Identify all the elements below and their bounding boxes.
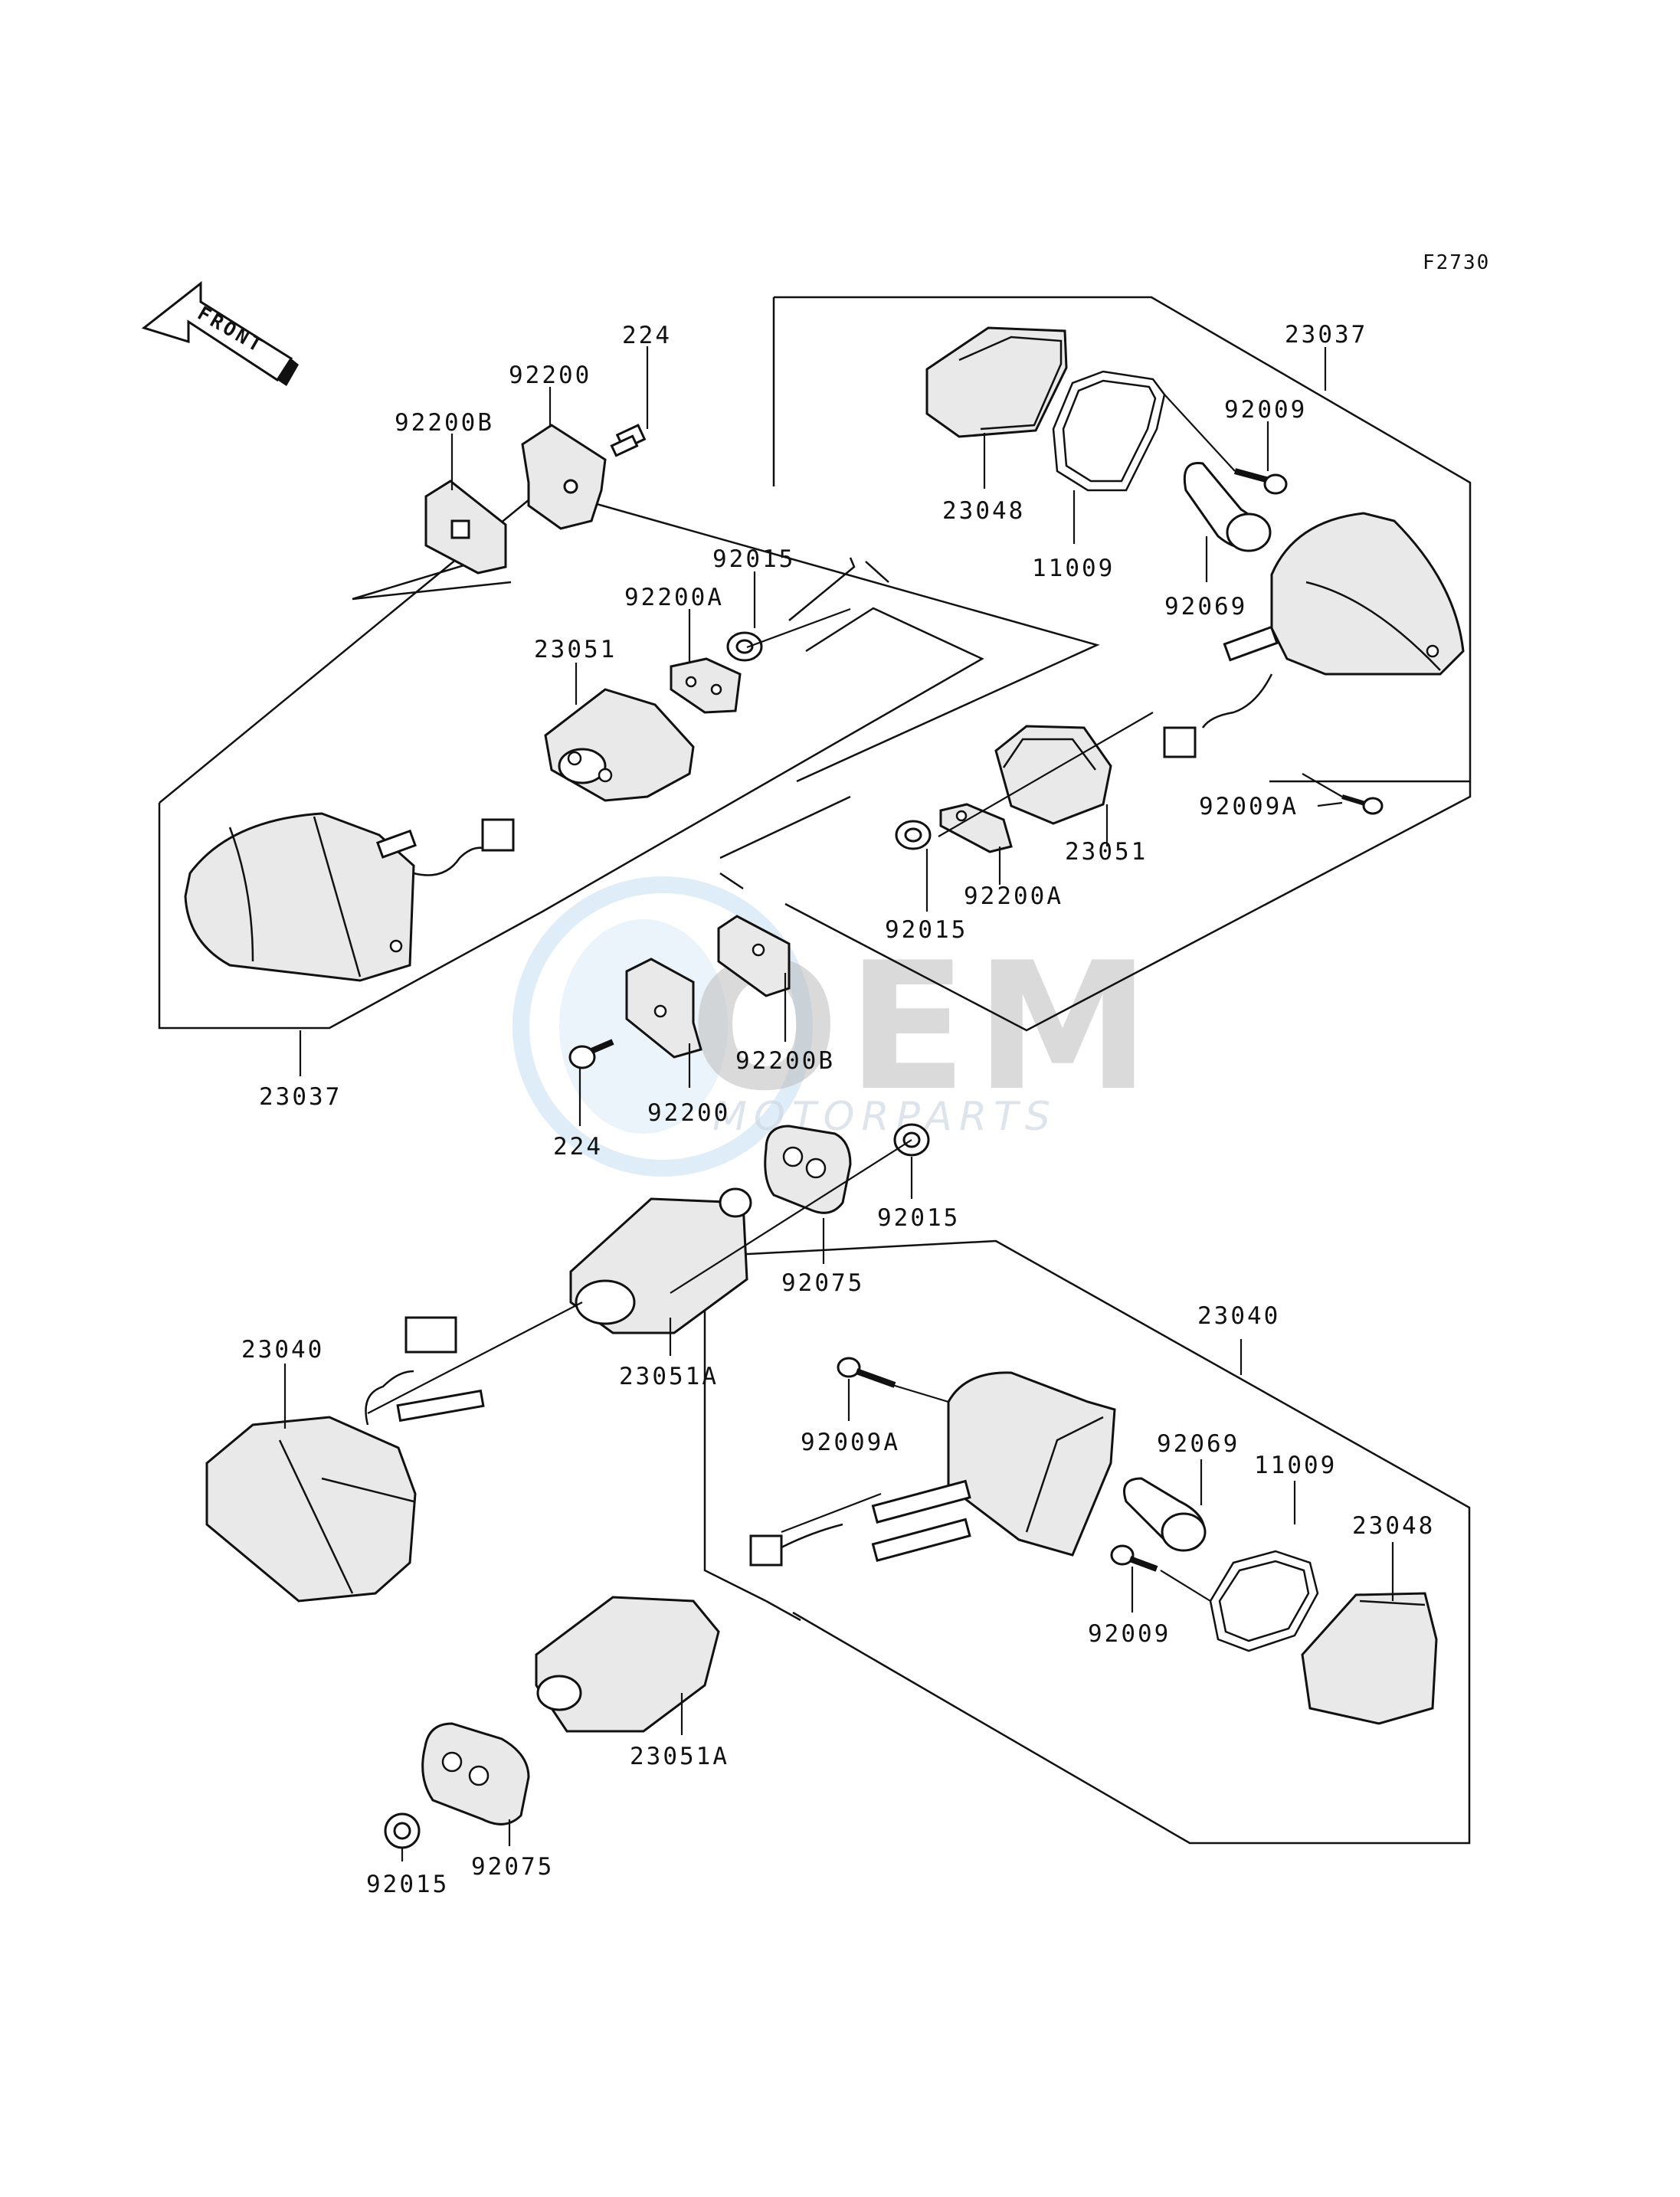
label-23037-left: 23037 [259, 1083, 342, 1111]
label-92200a-top: 92200A [624, 584, 724, 611]
front-arrow-icon: FRONT [141, 280, 299, 386]
part-23037-lamp-left [184, 812, 515, 982]
part-92015-nut [726, 631, 763, 662]
part-224-screw [610, 424, 647, 457]
label-92015-mid: 92015 [885, 916, 968, 944]
label-92069-top: 92069 [1164, 593, 1247, 620]
label-92009a-low: 92009A [801, 1429, 900, 1456]
label-11009-low: 11009 [1254, 1452, 1337, 1479]
part-92200-bracket-mid [625, 958, 702, 1059]
part-labels: 224 92200 92200B 92015 92200A 23051 2303… [241, 321, 1435, 1898]
frame-lines [158, 296, 1472, 1845]
label-92200a-mid: 92200A [964, 882, 1063, 910]
part-92009-screw [1233, 468, 1288, 495]
part-92200a-plate-mid [939, 803, 1013, 853]
part-23040-lamp-right [749, 1371, 1116, 1567]
part-92069-bulb-low [1123, 1477, 1207, 1552]
part-224-screw-mid [568, 1039, 614, 1069]
watermark: OEM MOTORPARTS [513, 876, 1151, 1177]
label-92200b-mid: 92200B [735, 1047, 835, 1075]
part-11009-gasket-top [1052, 370, 1166, 492]
label-92075-mid: 92075 [781, 1269, 864, 1297]
leader-lines [283, 346, 1394, 1861]
label-92009-low: 92009 [1088, 1620, 1171, 1648]
part-92200b-plate-mid [717, 915, 791, 997]
part-23051a-grommet-low [535, 1596, 720, 1733]
label-23040-right: 23040 [1197, 1302, 1280, 1330]
part-92200a-plate [670, 657, 742, 714]
part-92075-grommet-low [421, 1722, 530, 1825]
diagram-code: F2730 [1423, 251, 1490, 274]
part-23051-grommet-right [994, 725, 1112, 825]
label-92069-low: 92069 [1157, 1430, 1240, 1458]
label-92200-top: 92200 [509, 362, 591, 389]
label-92015-top: 92015 [712, 545, 795, 573]
label-92015-lowmid: 92015 [877, 1204, 960, 1232]
label-224-mid: 224 [553, 1133, 603, 1161]
watermark-globe-icon [513, 876, 813, 1177]
label-23051a-mid: 23051A [619, 1363, 719, 1390]
part-92009a-screw-low [837, 1357, 896, 1388]
label-23051a-low: 23051A [630, 1743, 729, 1770]
part-23051a-grommet-mid [569, 1187, 752, 1334]
label-92075-low: 92075 [471, 1853, 554, 1881]
part-23037-lamp-right [1163, 512, 1465, 758]
part-92200-bracket [521, 424, 607, 530]
part-92075-grommet-mid [764, 1125, 852, 1214]
part-92009a-screw-right [1341, 794, 1384, 815]
label-92200b-top: 92200B [395, 409, 494, 437]
label-23051-right: 23051 [1065, 838, 1148, 866]
label-23048-low: 23048 [1352, 1512, 1435, 1540]
part-92009-screw-low [1110, 1544, 1158, 1572]
part-92200b-plate [424, 480, 507, 575]
part-92015-nut-mid [895, 820, 932, 850]
label-224-top: 224 [622, 322, 672, 349]
part-11009-gasket-low [1209, 1550, 1319, 1652]
label-23040-left: 23040 [241, 1336, 324, 1364]
label-92009-right: 92009 [1224, 396, 1307, 424]
label-23051-left: 23051 [534, 636, 617, 663]
part-23048-lens-low [1301, 1592, 1438, 1725]
label-92015-low: 92015 [366, 1871, 449, 1898]
watermark-sub: MOTORPARTS [712, 1094, 1057, 1140]
part-23040-lamp-left [205, 1316, 485, 1603]
part-92015-nut-low [384, 1812, 421, 1849]
assembly-lines [367, 394, 1343, 1602]
label-11009-top: 11009 [1032, 555, 1115, 582]
label-23037-right: 23037 [1285, 321, 1367, 349]
label-92200-mid: 92200 [647, 1099, 730, 1127]
part-92069-bulb [1183, 461, 1272, 552]
label-23048-top: 23048 [942, 497, 1025, 525]
part-23048-lens-top [925, 326, 1068, 438]
part-23051-grommet-left [544, 688, 695, 802]
label-92009a-right: 92009A [1199, 793, 1298, 820]
